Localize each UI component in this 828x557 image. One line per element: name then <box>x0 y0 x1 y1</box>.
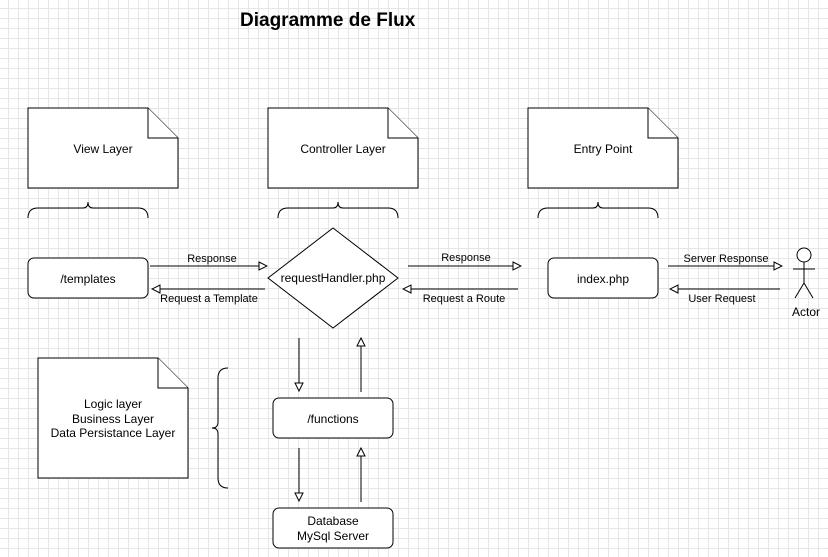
edge-templates-to-handler-label: Response <box>187 253 237 265</box>
note-entry-point-label: Entry Point <box>574 142 633 156</box>
node-request-handler-label: requestHandler.php <box>281 271 386 285</box>
node-functions-label: /functions <box>307 412 358 426</box>
note-view-layer[interactable]: View Layer <box>27 107 179 189</box>
note-view-layer-label: View Layer <box>73 142 132 156</box>
node-database[interactable]: Database MySql Server <box>272 507 394 549</box>
note-logic-line-3: Data Persistance Layer <box>51 426 176 440</box>
edge-index-to-handler-label: Request a Route <box>423 293 506 305</box>
node-request-handler[interactable]: requestHandler.php <box>267 227 399 329</box>
node-templates[interactable]: /templates <box>27 257 149 299</box>
node-functions[interactable]: /functions <box>272 397 394 439</box>
brace-view-layer <box>27 201 149 219</box>
node-index[interactable]: index.php <box>547 257 659 299</box>
actor-head <box>796 247 812 263</box>
note-logic-layer[interactable]: Logic layer Business Layer Data Persista… <box>37 357 189 479</box>
edge-handler-to-index-label: Response <box>441 252 491 264</box>
brace-entry-point <box>537 201 659 219</box>
brace-controller-layer <box>277 201 399 219</box>
edge-index-to-actor-label: Server Response <box>684 253 769 265</box>
node-templates-label: /templates <box>60 272 115 286</box>
note-logic-line-1: Logic layer <box>84 397 142 411</box>
node-database-line-2: MySql Server <box>297 529 369 543</box>
edge-handler-to-templates-label: Request a Template <box>160 293 258 305</box>
diagram-title: Diagramme de Flux <box>240 10 416 31</box>
brace-logic-layer <box>211 367 229 489</box>
edge-actor-to-index-label: User Request <box>688 293 755 305</box>
actor-figure[interactable]: Actor <box>792 247 820 319</box>
note-controller-layer[interactable]: Controller Layer <box>267 107 419 189</box>
note-logic-line-2: Business Layer <box>72 412 154 426</box>
actor-leg-right <box>803 282 814 299</box>
actor-label: Actor <box>792 305 820 319</box>
actor-leg-left <box>794 282 805 299</box>
note-entry-point[interactable]: Entry Point <box>527 107 679 189</box>
node-database-line-1: Database <box>307 514 359 528</box>
note-controller-layer-label: Controller Layer <box>300 142 385 156</box>
node-index-label: index.php <box>577 272 629 286</box>
